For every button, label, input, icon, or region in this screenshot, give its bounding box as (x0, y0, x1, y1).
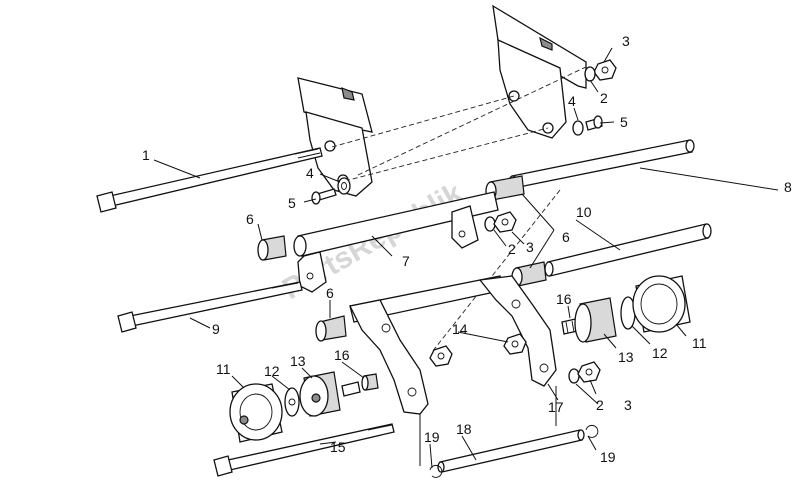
callout-14: 14 (452, 321, 468, 337)
bolt-right-bracket (585, 115, 603, 131)
washer-right-bracket-lower (572, 120, 584, 136)
callout-11-left: 11 (216, 361, 231, 377)
alignment-line (357, 65, 589, 176)
washer-lower-right (568, 368, 580, 384)
callout-2-lower: 2 (596, 397, 604, 413)
stud-16-left (341, 381, 361, 397)
callout-19-left: 19 (424, 429, 440, 445)
callout-6-lower: 6 (326, 285, 334, 301)
callout-9: 9 (212, 321, 220, 337)
bushing-lower (315, 315, 347, 342)
bushing-left-tube (257, 235, 287, 261)
callout-19-right: 19 (600, 449, 616, 465)
callout-5-left: 5 (288, 195, 296, 211)
leader-lines (153, 47, 779, 469)
callout-13-right: 13 (618, 349, 634, 365)
callout-17: 17 (548, 399, 564, 415)
washer-left-bracket (337, 177, 351, 195)
washer-12-left (284, 387, 300, 417)
callout-3-lower: 3 (624, 397, 632, 413)
callout-3-top: 3 (622, 33, 630, 49)
callout-7: 7 (402, 253, 410, 269)
callout-3-middle: 3 (526, 239, 534, 255)
spacer-tube-10 (544, 223, 712, 277)
callout-10: 10 (576, 204, 592, 220)
callout-2-middle: 2 (508, 241, 516, 257)
callout-4-left: 4 (306, 165, 314, 181)
callout-16-right: 16 (556, 291, 572, 307)
spacer-16-left (361, 373, 379, 391)
callout-18: 18 (456, 421, 472, 437)
callout-1: 1 (142, 147, 150, 163)
damper-cup-11-right (632, 275, 691, 333)
frame-bracket-right (492, 4, 587, 139)
nut-lower-right (577, 361, 601, 383)
long-bolt-15 (213, 423, 395, 477)
callout-8: 8 (784, 179, 792, 195)
circlip-19-right (585, 424, 599, 438)
rubber-mount-13-right (574, 297, 617, 343)
rubber-mount-13-left (299, 371, 341, 417)
callout-13-left: 13 (290, 353, 306, 369)
nut-14 (503, 333, 527, 355)
crossmember-tube-7 (293, 191, 499, 293)
callout-6-right: 6 (562, 229, 570, 245)
callout-labels: 1 4 5 3 2 4 5 8 6 7 10 2 3 6 6 9 16 13 1… (142, 33, 792, 465)
callout-11-right: 11 (692, 335, 707, 351)
callout-4-right: 4 (568, 93, 576, 109)
callout-12-right: 12 (652, 345, 668, 361)
nut-right-bracket (593, 59, 617, 81)
long-bolt-9 (117, 281, 303, 333)
bolt-left-bracket (311, 188, 337, 205)
spacer-tube-8 (508, 139, 695, 189)
alignment-line (431, 189, 561, 353)
callout-12-left: 12 (264, 363, 280, 379)
callout-6-left: 6 (246, 211, 254, 227)
long-bolt-1 (96, 147, 323, 213)
callout-5-right: 5 (620, 114, 628, 130)
callout-2-top: 2 (600, 90, 608, 106)
washer-right-bracket (584, 66, 596, 82)
alignment-line (344, 127, 549, 182)
damper-cup-11-left (229, 383, 283, 443)
callout-15: 15 (330, 439, 346, 455)
callout-16-left: 16 (334, 347, 350, 363)
nut-middle (493, 211, 517, 233)
nut-14-left (429, 345, 453, 367)
